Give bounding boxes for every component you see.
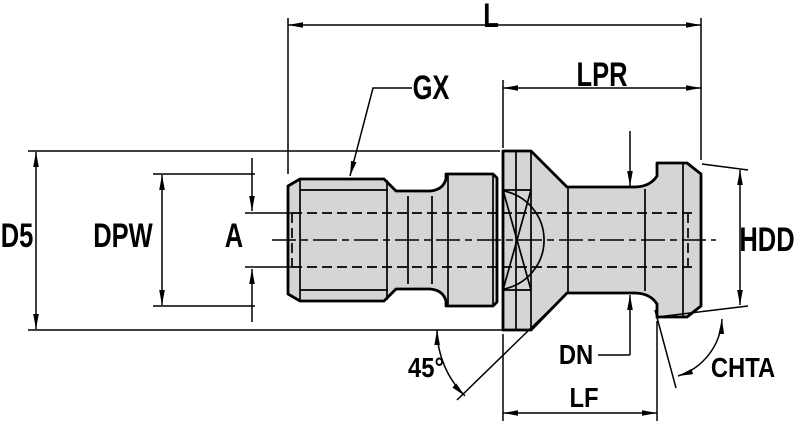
dim-label-flange-length: LF <box>569 381 598 413</box>
dim-label-thread-minor-diameter: A <box>225 218 243 255</box>
dim-a <box>245 158 294 322</box>
thread-neck-collar-outline <box>286 172 499 308</box>
dim-label-overall-length: L <box>483 0 499 35</box>
leader-dn <box>598 131 633 356</box>
dim-label-thread-callout: GX <box>413 70 450 107</box>
dim-hdd <box>656 163 749 318</box>
dim-label-neck-diameter: DN <box>559 338 593 370</box>
cross-hole-arc <box>503 190 545 290</box>
angle-45 <box>434 292 568 401</box>
dim-lf <box>502 321 658 421</box>
dim-dpw <box>153 173 255 307</box>
dim-l <box>287 18 702 174</box>
dim-label-head-chamfer-angle: CHTA <box>711 351 776 383</box>
dim-lpr <box>502 80 701 148</box>
dim-label-protrusion-length: LPR <box>576 57 627 94</box>
hidden-bore-lines <box>291 212 695 268</box>
leader-gx <box>349 87 412 177</box>
part-body <box>286 149 703 332</box>
dim-d5 <box>28 150 502 331</box>
dim-label-pilot-diameter: DPW <box>93 218 153 255</box>
angle-chta <box>654 309 725 389</box>
dim-label-cone-angle: 45° <box>408 351 444 383</box>
dim-label-head-diameter: HDD <box>739 222 794 259</box>
dim-label-flange-diameter: D5 <box>1 218 34 255</box>
